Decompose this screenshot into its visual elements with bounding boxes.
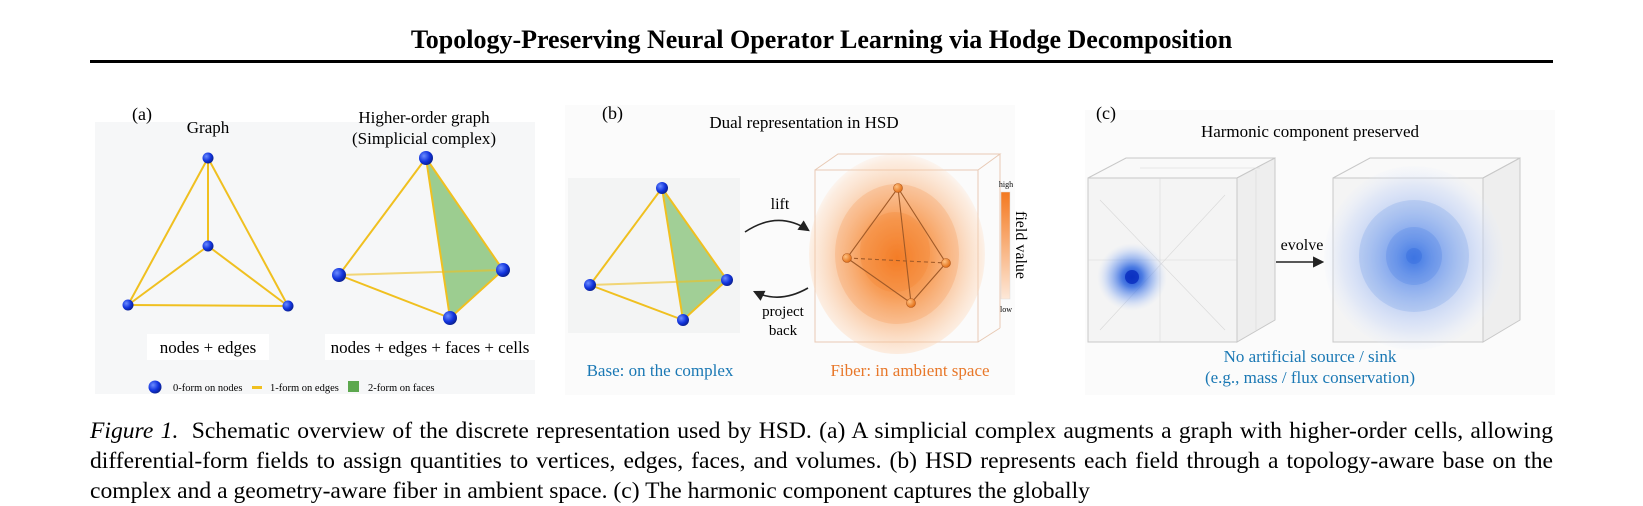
complex-node [496, 263, 510, 277]
fiber-diagram [809, 153, 1002, 354]
panel-a-label: (a) [132, 104, 152, 125]
base-complex-background [568, 178, 740, 333]
figure-caption: Figure 1. Schematic overview of the disc… [90, 416, 1553, 506]
fiber-edge [846, 257, 947, 264]
complex-edge [425, 157, 504, 271]
header-rule [90, 60, 1553, 63]
lift-label: lift [771, 196, 790, 213]
graph-edge [127, 157, 209, 306]
page-header-title: Topology-Preserving Neural Operator Lear… [410, 25, 1233, 54]
complex-edge [425, 157, 451, 319]
panel-c-caption-line1: No artificial source / sink [1224, 347, 1397, 366]
colorbar: high low field value [999, 180, 1029, 314]
simplicial-complex-diagram [332, 151, 510, 325]
project-label-line2: back [769, 323, 798, 339]
colorbar-title: field value [1012, 211, 1029, 279]
panel-c-label: (c) [1096, 103, 1116, 124]
base-edge [589, 279, 728, 286]
graph-node [122, 299, 134, 311]
panel-c: (c) Harmonic component preserved evolve [1085, 103, 1555, 395]
evolve-label: evolve [1281, 237, 1324, 254]
graph-caption: nodes + edges [160, 338, 256, 357]
legend-edge-icon [252, 386, 262, 389]
fiber-field-contour [835, 184, 959, 324]
base-node [656, 182, 668, 194]
colorbar-high-label: high [999, 180, 1013, 189]
fiber-caption: Fiber: in ambient space [830, 361, 989, 380]
legend-face-icon [348, 381, 359, 392]
panel-b: (b) Dual representation in HSD lift proj… [565, 103, 1029, 395]
figure-caption-label: Figure 1. [90, 418, 179, 444]
complex-node [332, 268, 346, 282]
graph-edge [127, 245, 209, 306]
graph-edge [207, 157, 289, 307]
base-node [584, 279, 596, 291]
higher-order-title-line1: Higher-order graph [358, 108, 490, 127]
graph-node [282, 300, 294, 312]
base-caption: Base: on the complex [587, 361, 734, 380]
base-edge [589, 284, 684, 321]
higher-order-title-line2: (Simplicial complex) [352, 129, 496, 148]
colorbar-gradient [1000, 191, 1011, 300]
legend-edges-label: 1-form on edges [270, 383, 339, 394]
project-label-line1: project [762, 304, 804, 320]
complex-node [419, 151, 433, 165]
diffused-field-core [1406, 248, 1422, 264]
fiber-node [941, 258, 951, 268]
colorbar-low-label: low [1000, 305, 1012, 314]
fiber-field-contour [860, 212, 930, 292]
panel-a-legend: 0-form on nodes 1-form on edges 2-form o… [148, 380, 434, 394]
graph-node [202, 240, 214, 252]
higher-order-caption: nodes + edges + faces + cells [331, 338, 530, 357]
figure-1: (a) Graph Higher-order graph (Simplicial… [95, 103, 1555, 395]
graph-edge [207, 245, 289, 307]
base-edge [682, 279, 728, 321]
panel-c-caption-line2: (e.g., mass / flux conservation) [1205, 368, 1415, 387]
complex-edge [338, 274, 451, 319]
project-back-arrow [752, 287, 809, 301]
legend-nodes-label: 0-form on nodes [173, 383, 242, 394]
legend-node-icon [148, 380, 162, 394]
complex-node [443, 311, 457, 325]
base-edge [589, 187, 663, 286]
fiber-node [893, 183, 903, 193]
panel-b-label: (b) [602, 103, 623, 124]
complex-edge [338, 157, 427, 276]
base-complex-diagram [568, 178, 740, 333]
fiber-edge [910, 262, 947, 304]
graph-diagram [127, 157, 289, 307]
complex-edge [449, 269, 504, 319]
figure-caption-text: Schematic overview of the discrete repre… [90, 418, 1553, 504]
fiber-edge [846, 187, 899, 259]
base-node [677, 314, 689, 326]
base-node [721, 274, 733, 286]
legend-faces-label: 2-form on faces [368, 383, 434, 394]
higher-caption-box [325, 334, 535, 360]
base-edge [661, 187, 728, 281]
initial-state-cube [1087, 157, 1276, 343]
fiber-edge [846, 257, 912, 304]
fiber-node [842, 253, 852, 263]
base-edge [661, 187, 684, 321]
panel-a: (a) Graph Higher-order graph (Simplicial… [95, 104, 535, 394]
complex-edge [338, 269, 504, 276]
fiber-edge [897, 187, 912, 304]
graph-title: Graph [187, 118, 230, 137]
graph-caption-box [147, 334, 269, 360]
panel-b-title: Dual representation in HSD [709, 113, 898, 132]
fiber-node [906, 298, 916, 308]
fiber-edge [897, 187, 947, 264]
graph-edge [127, 304, 289, 307]
panel-c-title: Harmonic component preserved [1201, 122, 1420, 141]
blob-core [1125, 270, 1139, 284]
complex-face [426, 158, 503, 318]
lift-arrow [744, 219, 810, 233]
graph-node [202, 152, 214, 164]
fiber-field-glow [809, 154, 985, 354]
evolved-state-cube [1324, 157, 1521, 350]
